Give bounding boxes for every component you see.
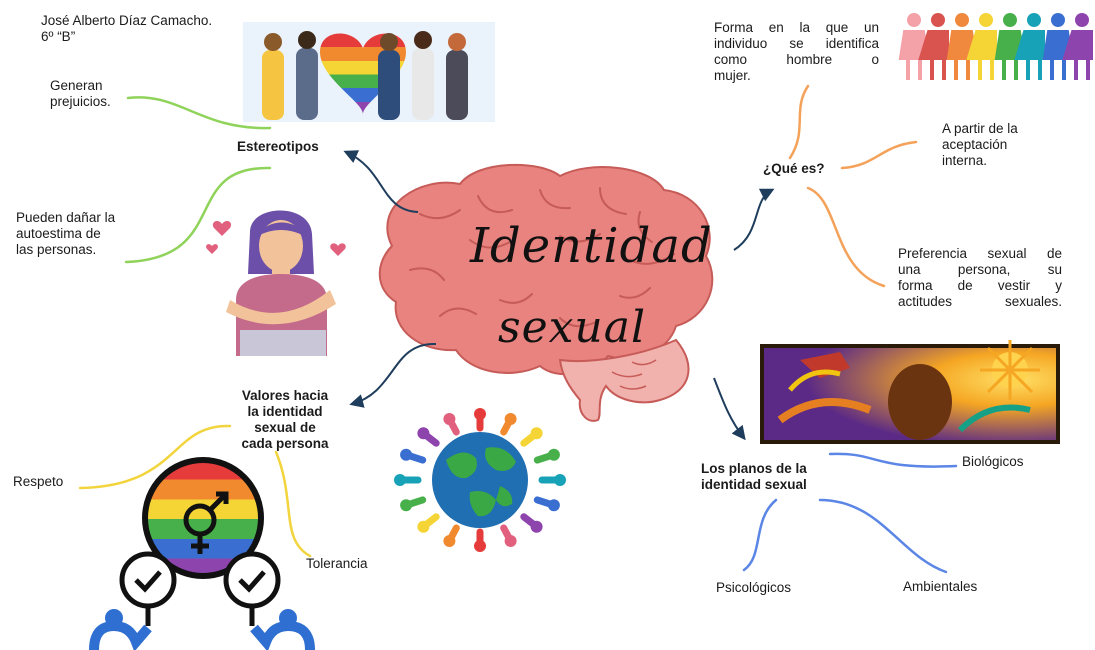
figure-head — [907, 13, 921, 27]
people-heart-illustration — [243, 22, 495, 122]
figure-body — [1017, 32, 1043, 80]
stereotype-item-1-line2: prejuicios. — [50, 94, 111, 110]
stereotype-item-1-line1: Generan — [50, 78, 111, 94]
gender-figures-illustration — [901, 13, 1091, 80]
figure-head — [979, 13, 993, 27]
plane-item-psicologicos: Psicológicos — [716, 580, 791, 596]
stereotype-item-2-line3: las personas. — [16, 242, 115, 258]
what-is-item-1-line2: individuo se identifica — [714, 36, 879, 52]
what-is-item-3: Preferencia sexual de una persona, su fo… — [898, 246, 1062, 310]
figure-body — [1065, 32, 1091, 80]
plane-item-ambientales: Ambientales — [903, 579, 977, 595]
stereotype-item-2: Pueden dañar la autoestima de las person… — [16, 210, 115, 258]
stereotype-item-1: Generan prejuicios. — [50, 78, 111, 110]
center-title-line2: sexual — [498, 302, 646, 353]
what-is-item-2: A partir de la aceptación interna. — [942, 121, 1018, 169]
painting-illustration — [762, 340, 1058, 442]
what-is-heading: ¿Qué es? — [763, 161, 825, 177]
values-heading-line2: la identidad — [222, 404, 348, 420]
values-heading-line3: sexual de — [222, 420, 348, 436]
author-block: José Alberto Díaz Camacho. 6º “B” — [41, 13, 271, 45]
figure-head — [931, 13, 945, 27]
what-is-item-1-line1: Forma en la que un — [714, 20, 879, 36]
values-heading-line1: Valores hacia — [222, 388, 348, 404]
what-is-item-1-line4: mujer. — [714, 68, 879, 84]
planes-heading-line2: identidad sexual — [701, 477, 807, 493]
ring-person-body — [504, 528, 511, 541]
what-is-item-2-line1: A partir de la — [942, 121, 1018, 137]
ring-person-body — [449, 528, 456, 541]
value-item-tolerancia: Tolerancia — [306, 556, 368, 572]
self-hug-woman-illustration — [206, 211, 346, 357]
figure-head — [955, 13, 969, 27]
world-people-illustration — [394, 408, 566, 552]
green-branches — [126, 97, 270, 262]
planes-heading-line1: Los planos de la — [701, 461, 807, 477]
center-title-line1: Identidad — [470, 218, 713, 274]
ring-person-body — [524, 433, 537, 443]
what-is-item-1-line3: como hombre o — [714, 52, 879, 68]
values-heading: Valores hacia la identidad sexual de cad… — [222, 388, 348, 452]
what-is-item-2-line3: interna. — [942, 153, 1018, 169]
ring-person-body — [524, 517, 537, 527]
what-is-item-3-line4: actitudes sexuales. — [898, 294, 1062, 310]
figure-body — [921, 32, 947, 80]
planes-heading: Los planos de la identidad sexual — [701, 461, 807, 493]
author-group: 6º “B” — [41, 29, 271, 45]
brain-icon — [380, 165, 713, 421]
ring-person-body — [423, 517, 436, 527]
author-name: José Alberto Díaz Camacho. — [41, 13, 271, 29]
what-is-item-2-line2: aceptación — [942, 137, 1018, 153]
what-is-item-3-line3: forma de vestir y — [898, 278, 1062, 294]
ring-person-body — [423, 433, 436, 443]
values-heading-line4: cada persona — [222, 436, 348, 452]
figure-head — [1051, 13, 1065, 27]
figure-head — [1003, 13, 1017, 27]
ring-person-body — [449, 419, 456, 432]
stereotypes-heading: Estereotipos — [237, 139, 319, 155]
ring-person-body — [504, 419, 511, 432]
figure-head — [1027, 13, 1041, 27]
plane-item-biologicos: Biológicos — [962, 454, 1024, 470]
stereotype-item-2-line1: Pueden dañar la — [16, 210, 115, 226]
stereotype-item-2-line2: autoestima de — [16, 226, 115, 242]
figure-body — [969, 32, 995, 80]
what-is-item-3-line1: Preferencia sexual de — [898, 246, 1062, 262]
what-is-item-3-line2: una persona, su — [898, 262, 1062, 278]
value-item-respeto: Respeto — [13, 474, 63, 490]
figure-head — [1075, 13, 1089, 27]
what-is-item-1: Forma en la que un individuo se identifi… — [714, 20, 879, 84]
